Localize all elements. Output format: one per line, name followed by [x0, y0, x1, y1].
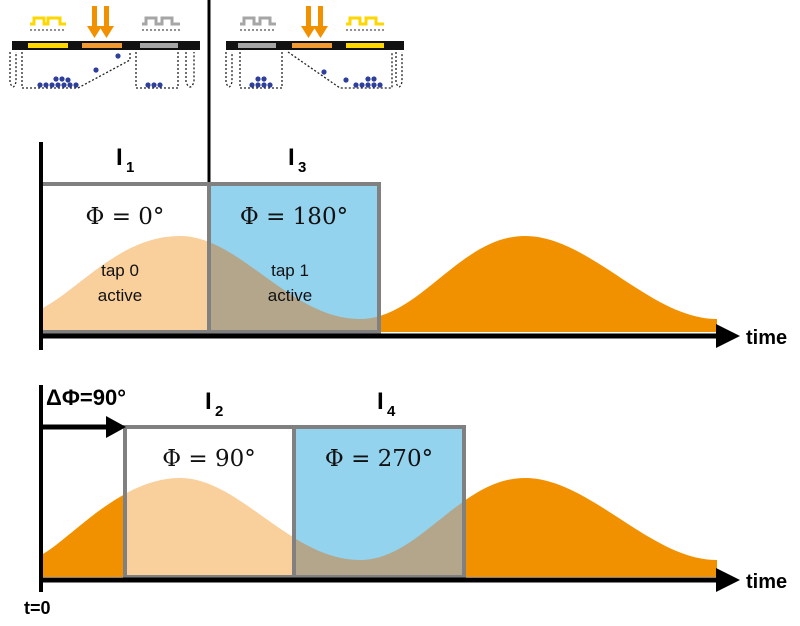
tap0-label-line1: tap 0 — [101, 261, 139, 280]
pixel-schematic-left — [9, 6, 200, 89]
phase-label-i2: Φ = 90° — [162, 446, 256, 472]
window-i3-name: I — [288, 144, 295, 171]
light-arrow-icon — [301, 6, 328, 38]
window-i2-sub: 2 — [215, 403, 223, 420]
gate-waveform-icon — [240, 16, 276, 26]
phase-label-i3: Φ = 180° — [240, 204, 348, 230]
window-i1-sub: 1 — [126, 159, 134, 176]
x-axis-label-bottom: time — [746, 571, 787, 593]
x-axis-arrow-top — [716, 324, 740, 348]
phase-label-i1: Φ = 0° — [86, 204, 165, 230]
pixel-schematic-right — [225, 6, 404, 89]
window-i4-name: I — [377, 388, 384, 415]
delta-phi-label: ΔΦ=90° — [46, 385, 126, 410]
window-i3-sub: 3 — [298, 159, 306, 176]
delta-phi-arrowhead — [106, 416, 126, 438]
window-i1-name: I — [116, 144, 123, 171]
window-i4-sub: 4 — [387, 403, 396, 420]
x-axis-arrow-bottom — [716, 568, 740, 592]
gate-waveform-icon — [346, 16, 384, 26]
x-axis-label-top: time — [746, 327, 787, 349]
tap1-label-line1: tap 1 — [271, 261, 309, 280]
electron-dot-icon — [249, 69, 383, 88]
panel-bottom: ΔΦ=90° I 2 I 4 Φ = 90° Φ = 270° time t=0 — [24, 385, 787, 618]
gate-waveform-icon — [30, 16, 66, 26]
phase-label-i4: Φ = 270° — [325, 446, 433, 472]
panel-top: I 1 I 3 Φ = 0° Φ = 180° tap 0 active tap… — [39, 142, 787, 350]
tap0-label-line2: active — [98, 286, 142, 305]
window-i2-name: I — [205, 388, 212, 415]
origin-label: t=0 — [24, 598, 51, 618]
tap1-label-line2: active — [268, 286, 312, 305]
light-arrow-icon — [87, 6, 114, 38]
gate-waveform-icon — [142, 16, 180, 26]
electron-dot-icon — [37, 53, 163, 88]
